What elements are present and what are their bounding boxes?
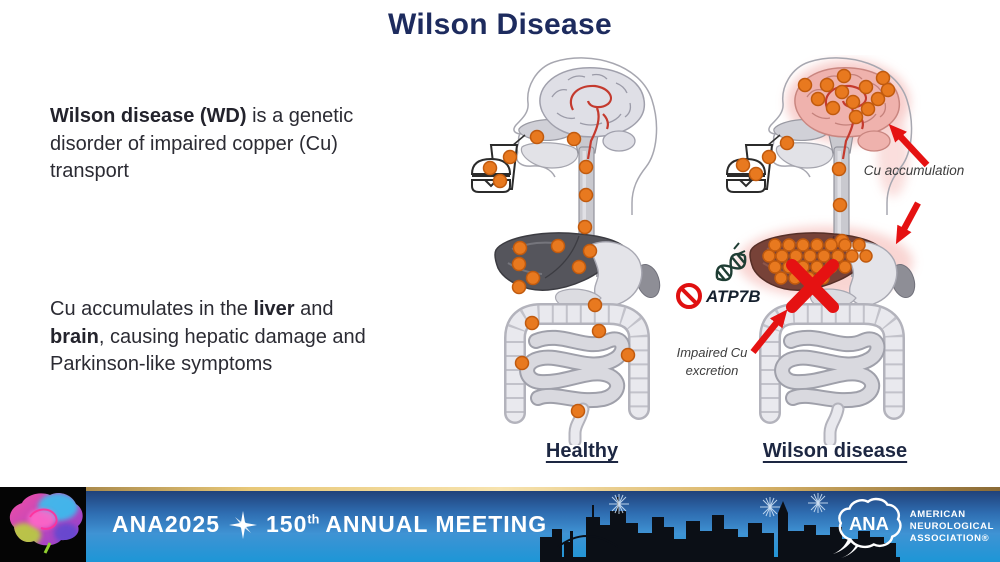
- intro-text: Wilson disease (WD) is a genetic disorde…: [50, 103, 382, 186]
- meeting-brand: ANA2025: [112, 511, 220, 537]
- intro-rest: is a genetic disorder of impaired copper…: [50, 105, 354, 183]
- impaired-excretion-label: Impaired Cu excretion: [676, 345, 748, 378]
- copper-dots: [482, 129, 636, 419]
- copper-dots: [735, 68, 896, 285]
- starburst-icon: [229, 510, 257, 539]
- accum-brain: brain: [50, 325, 99, 348]
- association-line1: AMERICAN: [909, 509, 966, 521]
- fireworks-icon: [609, 494, 629, 514]
- healthy-figure-label: Healthy: [545, 440, 619, 462]
- brain-logo: [0, 487, 86, 562]
- accum-post: , causing hepatic damage and Parkinson-l…: [50, 325, 366, 376]
- accum-mid: and: [294, 298, 334, 320]
- ana-acronym: ANA: [849, 513, 889, 534]
- page-title: Wilson Disease: [387, 8, 612, 41]
- fireworks-icon: [808, 493, 828, 513]
- footer-banner: ANA2025 150th ANNUAL MEETING ANA AMERICAN…: [0, 487, 1000, 562]
- meeting-title: ANA2025 150th ANNUAL MEETING: [112, 487, 547, 562]
- rainbow-brain-image: [9, 493, 83, 554]
- atp7b-label: ATP7B: [706, 287, 761, 306]
- accum-pre: Cu accumulates in the: [50, 298, 254, 320]
- ana-association-logo: ANA AMERICAN NEUROLOGICAL ASSOCIATION®: [830, 495, 994, 559]
- association-line2: NEUROLOGICAL: [909, 521, 994, 533]
- wilson-body-illustration: [717, 55, 937, 445]
- fireworks-icon: [760, 497, 780, 517]
- meeting-text: ANNUAL MEETING: [325, 511, 548, 537]
- meeting-ordinal: th: [307, 512, 320, 527]
- association-name: AMERICAN NEUROLOGICAL ASSOCIATION®: [910, 509, 994, 545]
- accumulation-text: Cu accumulates in the liver and brain, c…: [50, 296, 382, 379]
- wilson-figure: [717, 55, 937, 445]
- red-x-icon: [786, 259, 839, 313]
- gold-divider: [0, 487, 1000, 491]
- association-line3: ASSOCIATION®: [909, 532, 990, 544]
- intro-bold: Wilson disease (WD): [50, 105, 247, 127]
- city-skyline-image: [540, 497, 900, 562]
- meeting-number: 150: [266, 511, 308, 537]
- healthy-figure: [462, 55, 682, 445]
- meeting-name: 150th ANNUAL MEETING: [266, 511, 547, 538]
- wilson-figure-label: Wilson disease: [762, 440, 908, 462]
- cu-accumulation-label: Cu accumulation: [863, 163, 965, 178]
- healthy-body-illustration: [462, 55, 682, 445]
- accum-liver: liver: [253, 298, 295, 320]
- ana-logo-bubble: ANA: [832, 497, 902, 559]
